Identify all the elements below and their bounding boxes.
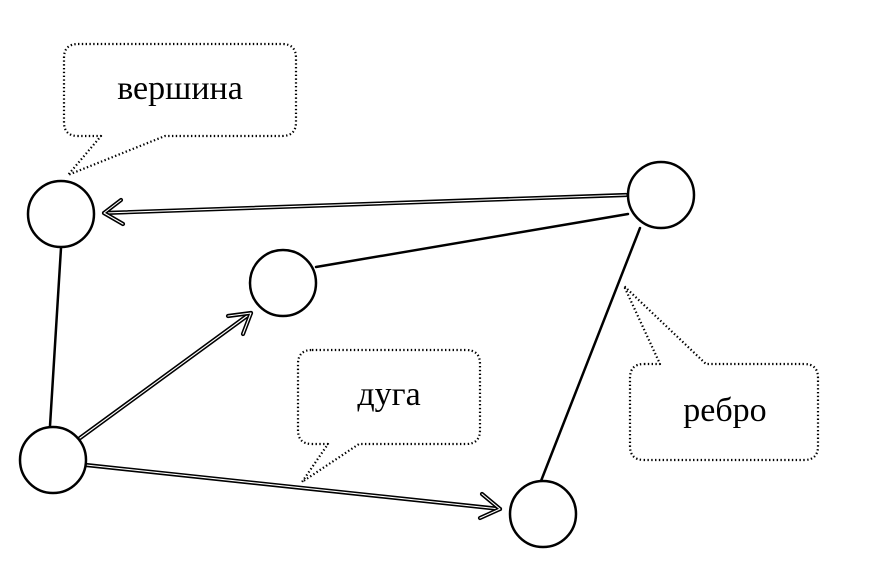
vertex-right — [626, 160, 696, 230]
vertex-middle — [248, 248, 318, 318]
callout-arc-text: дуга — [357, 376, 420, 413]
callout-edge: ребро — [622, 284, 820, 462]
callout-vertex-text: вершина — [117, 70, 243, 107]
arc-right-to-top-left — [101, 192, 629, 227]
callout-edge-text: ребро — [683, 392, 766, 429]
vertex-top-left — [26, 179, 96, 249]
callout-arc: дуга — [296, 348, 482, 484]
arc-bottom-left-to-bottom-right — [83, 462, 503, 521]
edge-left-vertical — [48, 246, 63, 428]
arc-bottom-left-to-middle — [77, 310, 254, 441]
edge-right-to-bottom — [539, 226, 642, 483]
vertex-bottom-left — [18, 425, 88, 495]
edge-middle-to-right — [314, 212, 630, 269]
callout-vertex: вершина — [62, 42, 298, 177]
vertex-bottom-right — [508, 479, 578, 549]
